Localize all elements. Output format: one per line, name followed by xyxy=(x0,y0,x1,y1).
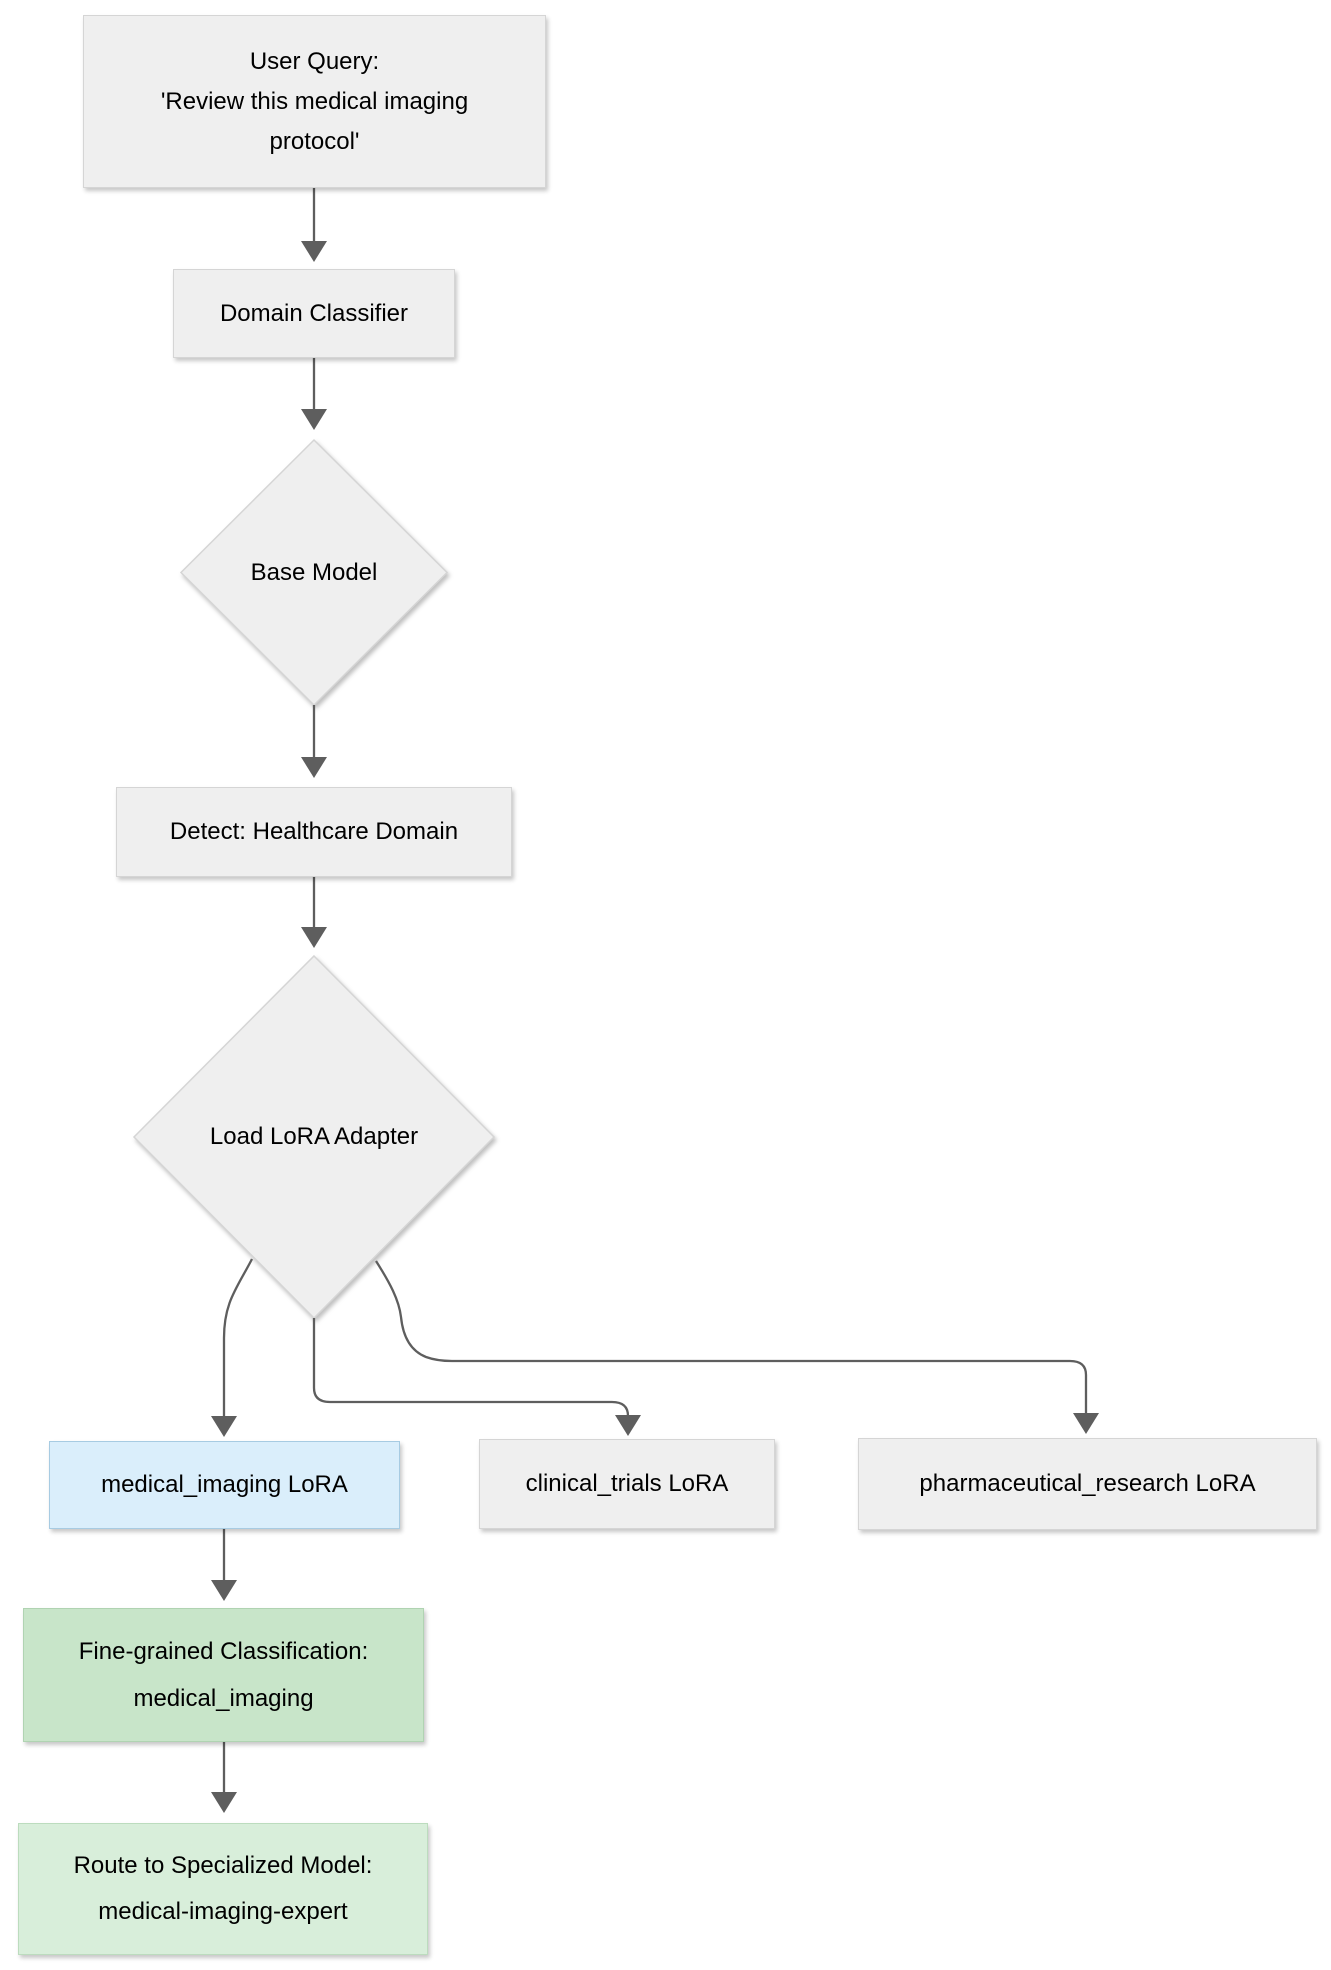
arrowhead-loadlora-to-pharma xyxy=(1073,1413,1099,1434)
load-lora-diamond xyxy=(132,954,496,1320)
node-user-query-line: 'Review this medical imaging xyxy=(160,87,469,115)
edge-loadlora-to-clinical xyxy=(312,1318,630,1417)
edge-loadlora-to-medical xyxy=(222,1258,254,1418)
arrowhead-detect-to-loadlora xyxy=(301,927,327,948)
node-user-query-line: User Query: xyxy=(249,47,380,75)
node-fine-grained-line: medical_imaging xyxy=(133,1685,314,1712)
arrowhead-finegrained-to-route xyxy=(211,1792,237,1813)
node-route-specialized-model: Route to Specialized Model: medical-imag… xyxy=(18,1823,428,1955)
node-medical-imaging-lora-label: medical_imaging LoRA xyxy=(101,1471,348,1498)
node-clinical-trials-lora: clinical_trials LoRA xyxy=(479,1439,775,1529)
arrowhead-userquery-to-classifier xyxy=(301,241,327,262)
node-detect-label: Detect: Healthcare Domain xyxy=(169,818,459,845)
node-pharmaceutical-research-lora: pharmaceutical_research LoRA xyxy=(858,1438,1317,1530)
node-domain-classifier-label: Domain Classifier xyxy=(219,299,409,327)
edge-loadlora-to-pharma xyxy=(375,1260,1088,1415)
arrowhead-basemodel-to-detect xyxy=(301,757,327,778)
node-domain-classifier: Domain Classifier xyxy=(173,269,455,358)
arrowhead-classifier-to-basemodel xyxy=(301,409,327,430)
arrowhead-loadlora-to-clinical xyxy=(615,1415,641,1436)
node-fine-grained-line: Fine-grained Classification: xyxy=(78,1638,369,1665)
arrowhead-medical-to-finegrained xyxy=(211,1580,237,1601)
node-user-query-line: protocol' xyxy=(269,127,360,155)
base-model-diamond xyxy=(179,438,449,707)
node-pharmaceutical-research-lora-label: pharmaceutical_research LoRA xyxy=(919,1470,1256,1497)
node-fine-grained-classification: Fine-grained Classification: medical_ima… xyxy=(23,1608,424,1742)
node-route-line: medical-imaging-expert xyxy=(98,1898,348,1925)
node-detect-healthcare-domain: Detect: Healthcare Domain xyxy=(116,787,512,877)
node-user-query: User Query: 'Review this medical imaging… xyxy=(83,15,546,188)
arrowhead-loadlora-to-medical xyxy=(211,1416,237,1437)
node-medical-imaging-lora: medical_imaging LoRA xyxy=(49,1441,400,1529)
node-route-line: Route to Specialized Model: xyxy=(73,1852,373,1879)
node-clinical-trials-lora-label: clinical_trials LoRA xyxy=(525,1470,729,1497)
